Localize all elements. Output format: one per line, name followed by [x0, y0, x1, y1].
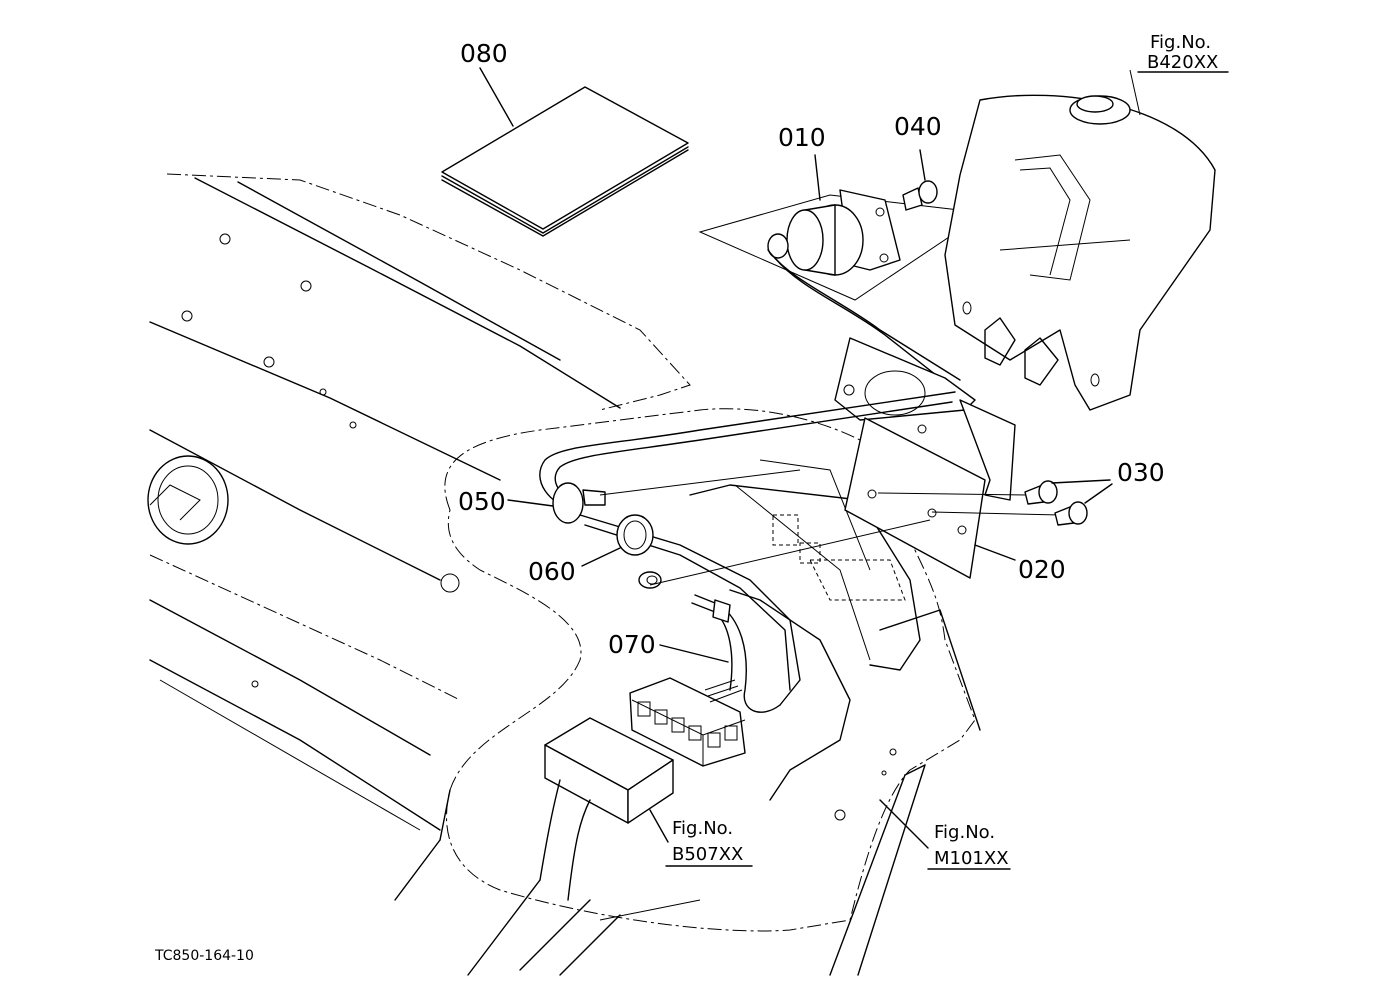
part-label-070: 070 [608, 630, 656, 659]
b507-block [539, 717, 674, 901]
reservoir-tank [944, 69, 1216, 411]
svg-text:B507XX: B507XX [672, 844, 743, 865]
part-010-solenoid[interactable] [698, 154, 987, 391]
part-020-bracket[interactable] [834, 337, 1016, 579]
figure-ref-b507[interactable]: Fig.No. B507XX [665, 818, 753, 867]
part-label-080: 080 [460, 39, 508, 68]
part-label-030: 030 [1117, 458, 1165, 487]
part-label-060: 060 [528, 557, 576, 586]
svg-text:B420XX: B420XX [1147, 52, 1218, 73]
drawing-code: TC850-164-10 [154, 948, 254, 964]
part-030-screws[interactable] [877, 479, 1113, 526]
part-label-020: 020 [1018, 555, 1066, 584]
part-050-harness[interactable] [507, 391, 956, 524]
figure-ref-m101[interactable]: Fig.No. M101XX [927, 822, 1011, 870]
figure-ref-b420[interactable]: Fig.No. B420XX [1137, 32, 1229, 73]
part-070-connector[interactable] [629, 594, 781, 767]
svg-text:M101XX: M101XX [934, 848, 1009, 869]
svg-text:Fig.No.: Fig.No. [672, 818, 733, 839]
part-080-manual[interactable] [441, 67, 689, 237]
dashboard-body [147, 173, 981, 976]
svg-text:Fig.No.: Fig.No. [934, 822, 995, 843]
part-040-bolt[interactable] [902, 149, 938, 211]
part-label-010: 010 [778, 123, 826, 152]
part-060-grommet[interactable] [579, 514, 931, 706]
part-label-050: 050 [458, 487, 506, 516]
svg-text:Fig.No.: Fig.No. [1150, 32, 1211, 53]
part-label-040: 040 [894, 112, 942, 141]
